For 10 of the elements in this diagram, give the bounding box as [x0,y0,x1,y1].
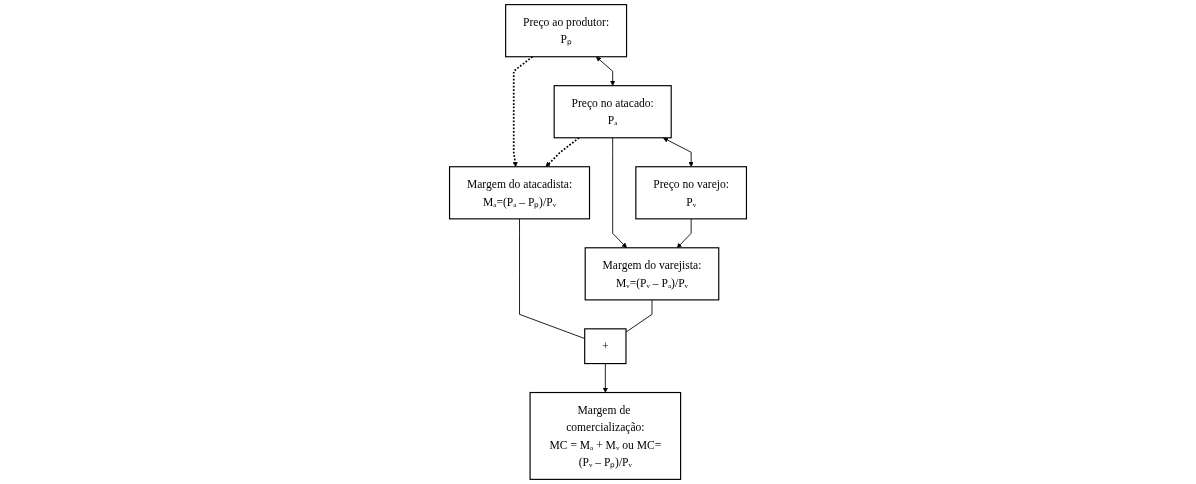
node-box: Margem do atacadista: Mₐ=(Pₐ – Pₚ)/Pᵥ [448,166,591,220]
node-box: Preço no varejo: Pᵥ [635,166,748,220]
connector [625,299,653,333]
arrow [545,136,580,167]
node-box: Margem de comercialização: MC = Mₐ + Mᵥ ou MC=(Pᵥ – Pₚ)/Pᵥ [529,391,682,480]
node-box: Preço ao produtor: Pₚ [505,4,628,58]
node-box: Margem do varejista: Mᵥ=(Pᵥ – Pₐ)/Pᵥ [584,247,720,301]
node-box: + [584,328,627,365]
arrow [512,55,534,167]
node-box: Preço no atacado: Pₐ [553,85,672,139]
